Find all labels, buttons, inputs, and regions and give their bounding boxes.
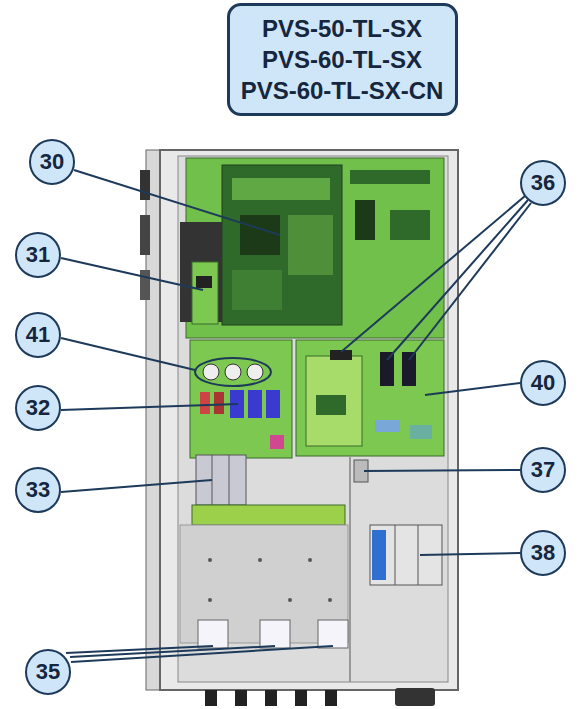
callout-number: 40: [531, 370, 555, 396]
callout-number: 33: [26, 477, 50, 503]
callout-number: 32: [26, 395, 50, 421]
callout-number: 35: [36, 659, 60, 685]
model-name: PVS-60-TL-SX: [262, 44, 422, 75]
model-title-box: PVS-50-TL-SXPVS-60-TL-SXPVS-60-TL-SX-CN: [227, 3, 458, 116]
callout-circle: 36: [520, 160, 566, 206]
callout-circle: 32: [15, 385, 61, 431]
callout-number: 38: [531, 540, 555, 566]
callout-number: 30: [40, 149, 64, 175]
callout-number: 31: [26, 242, 50, 268]
callout-circle: 31: [15, 232, 61, 278]
callout-circle: 40: [520, 360, 566, 406]
model-name: PVS-60-TL-SX-CN: [241, 75, 444, 106]
callout-circle: 41: [15, 312, 61, 358]
callout-circle: 38: [520, 530, 566, 576]
callout-circle: 37: [520, 447, 566, 493]
callout-circle: 30: [29, 139, 75, 185]
model-name: PVS-50-TL-SX: [262, 13, 422, 44]
callout-number: 36: [531, 170, 555, 196]
callout-number: 37: [531, 457, 555, 483]
callout-circle: 33: [15, 467, 61, 513]
callout-number: 41: [26, 322, 50, 348]
callout-circle: 35: [25, 649, 71, 695]
